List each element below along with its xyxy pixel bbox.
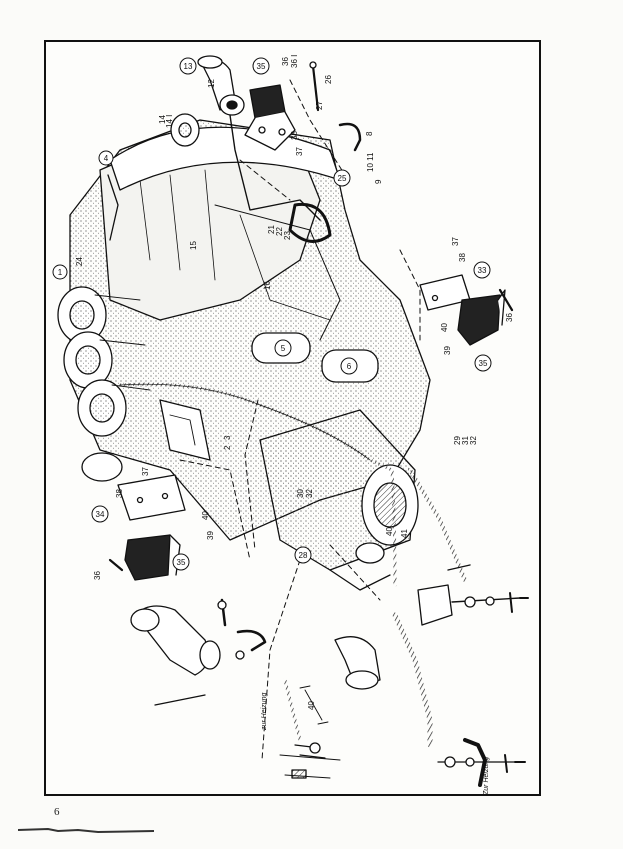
svg-text:34: 34 <box>96 510 105 519</box>
callout-35-left: 35 <box>172 553 190 571</box>
svg-text:35: 35 <box>257 62 266 71</box>
label-22: 22 <box>275 227 284 236</box>
label-10-11: 10 11 <box>366 152 375 172</box>
label-14-i: 14 I <box>165 115 174 128</box>
label-39-right: 39 <box>443 346 452 355</box>
label-40-right: 40 <box>440 323 449 332</box>
dimension-40: 40 <box>307 701 316 710</box>
label-36-i: 36 I <box>290 55 299 68</box>
label-37-top: 37 <box>295 147 304 156</box>
intake-pipe-lower <box>130 605 221 706</box>
bolt-26 <box>311 64 320 112</box>
svg-text:25: 25 <box>338 174 347 183</box>
label-16: 16 <box>263 281 272 290</box>
drain-valve-bottom <box>437 754 526 773</box>
bracket-34 <box>117 474 186 521</box>
label-21: 21 <box>267 225 276 234</box>
label-9: 9 <box>374 179 383 184</box>
callout-34: 34 <box>91 505 109 523</box>
svg-text:35: 35 <box>479 359 488 368</box>
callout-35-top: 35 <box>252 57 270 75</box>
svg-text:4: 4 <box>104 154 109 163</box>
callout-13: 13 <box>179 57 197 75</box>
svg-text:5: 5 <box>281 344 286 353</box>
callout-33: 33 <box>473 261 491 279</box>
relay-box-left <box>124 534 181 581</box>
label-3: 3 <box>223 435 232 440</box>
cylinder-covers <box>57 286 151 482</box>
heater-label-lower: Zur Heizung <box>483 757 490 796</box>
label-39-left: 39 <box>206 531 215 540</box>
label-8: 8 <box>365 131 374 136</box>
svg-text:1: 1 <box>58 268 63 277</box>
exhaust-elbow <box>334 636 381 690</box>
label-15: 15 <box>189 241 198 250</box>
callout-4: 4 <box>98 150 114 166</box>
label-36-left: 36 <box>93 571 102 580</box>
svg-text:28: 28 <box>299 551 308 560</box>
svg-text:33: 33 <box>478 266 487 275</box>
svg-text:35: 35 <box>177 558 186 567</box>
heater-hose-right <box>408 468 467 582</box>
callout-1: 1 <box>52 264 68 280</box>
label-37-right: 37 <box>451 237 460 246</box>
label-36: 36 <box>281 57 290 66</box>
label-40-mid: 40 <box>385 527 394 536</box>
leader-lines <box>179 79 421 761</box>
label-31: 31 <box>461 436 470 445</box>
label-41: 41 <box>400 529 409 538</box>
callout-25: 25 <box>333 169 351 187</box>
cable-top <box>224 79 321 221</box>
label-40-left: 40 <box>201 511 210 520</box>
generator <box>259 409 419 591</box>
relay-box-right <box>457 289 506 346</box>
label-14: 14 <box>158 115 167 124</box>
callout-5: 5 <box>274 339 292 357</box>
label-24: 24 <box>75 257 84 266</box>
label-30: 30 <box>296 489 305 498</box>
label-2: 2 <box>223 445 232 450</box>
page-number: 6 <box>54 806 60 818</box>
heater-connector-left <box>217 598 341 779</box>
label-27: 27 <box>315 101 324 110</box>
callout-28: 28 <box>294 546 312 564</box>
label-23: 23 <box>283 231 292 240</box>
callout-6: 6 <box>340 357 358 375</box>
heater-hose-lower <box>392 612 433 748</box>
relay-box-top <box>244 84 296 151</box>
label-38-top: 38 <box>290 131 299 140</box>
label-32-mid: 32 <box>305 489 314 498</box>
label-38-left: 38 <box>115 489 124 498</box>
label-26: 26 <box>324 75 333 84</box>
label-32-right: 32 <box>469 436 478 445</box>
label-38-right: 38 <box>458 253 467 262</box>
heater-label-upper: zur Heizung <box>261 693 268 731</box>
label-37-left: 37 <box>141 467 150 476</box>
scan-artifact <box>18 827 154 834</box>
valve-assembly-right <box>417 564 529 626</box>
svg-text:13: 13 <box>184 62 193 71</box>
label-36-right: 36 <box>505 313 514 322</box>
air-intake-elbow <box>197 55 245 116</box>
callout-35-right: 35 <box>474 354 492 372</box>
svg-text:6: 6 <box>347 362 352 371</box>
label-29: 29 <box>453 436 462 445</box>
label-12: 12 <box>207 79 216 88</box>
clip-8 <box>338 122 362 152</box>
